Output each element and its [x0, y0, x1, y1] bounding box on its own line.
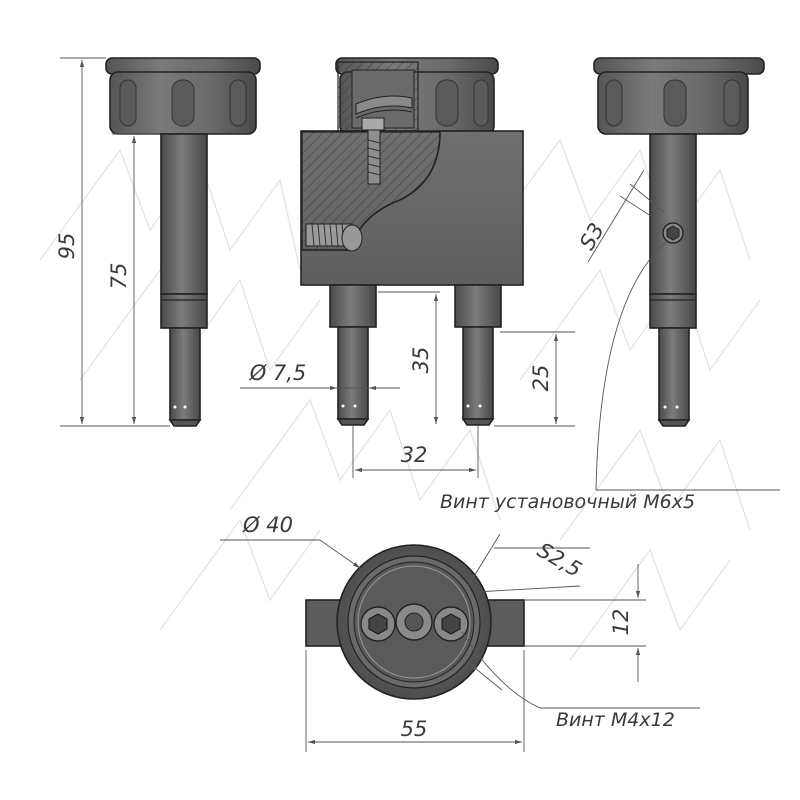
dim-55-label: 55	[401, 717, 428, 741]
dim-12-label: 12	[609, 609, 633, 636]
screw-m4-note: Винт M4x12	[556, 709, 675, 731]
dim-s3-label: S3	[575, 219, 609, 254]
dim-s2-5-label: S2,5	[533, 538, 585, 582]
dim-diameter-40-label: Ø 40	[242, 513, 293, 537]
set-screw-note: Винт установочный M6x5	[440, 491, 695, 513]
right-side-view	[593, 57, 765, 427]
left-side-view	[105, 57, 261, 427]
dim-35-label: 35	[409, 347, 433, 374]
watermark	[39, 138, 761, 661]
dim-diameter-7-5-label: Ø 7,5	[249, 361, 307, 385]
top-view	[305, 544, 525, 700]
dim-75-label: 75	[107, 263, 131, 290]
dimension-lines	[60, 57, 780, 752]
front-section-view	[300, 57, 524, 426]
dim-25-label: 25	[529, 365, 553, 392]
dim-32-label: 32	[401, 443, 428, 467]
dim-95-label: 95	[55, 233, 79, 260]
knob-grooves	[119, 79, 247, 127]
